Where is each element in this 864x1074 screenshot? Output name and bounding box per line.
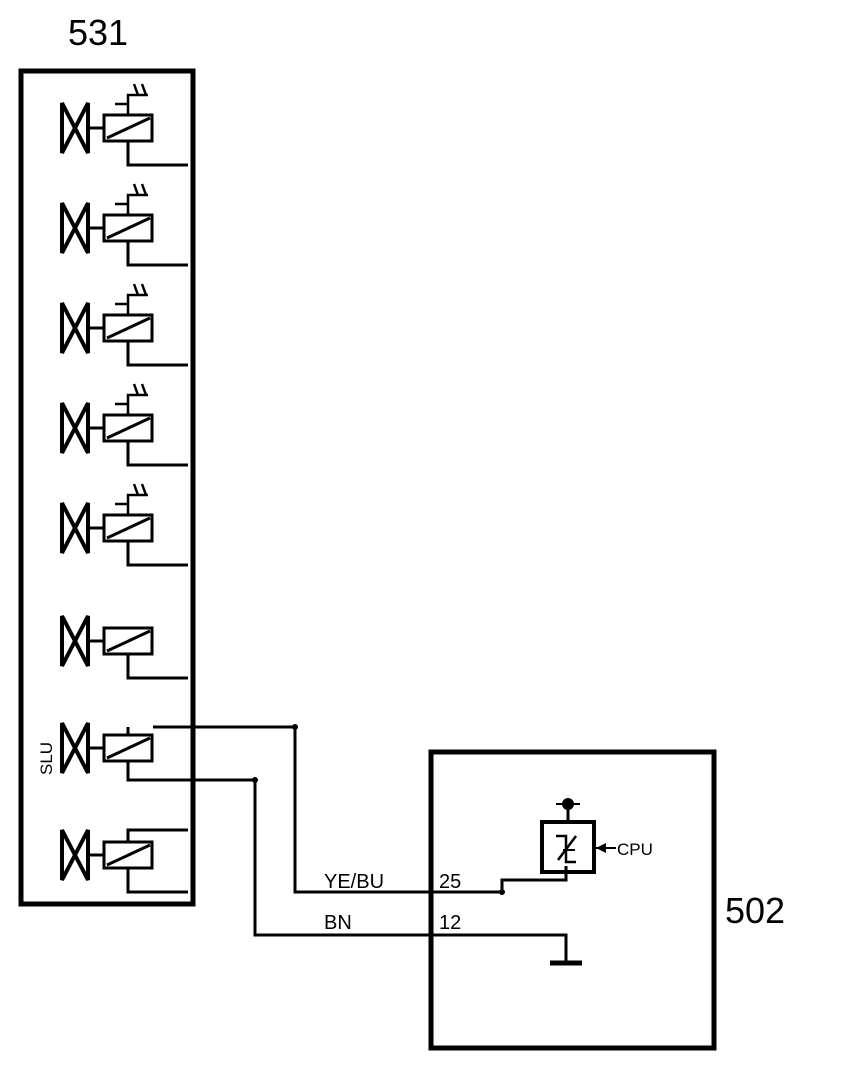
valve-body-icon: [60, 829, 90, 881]
valve-body-icon: [60, 615, 90, 667]
valve-body-icon: [60, 402, 90, 454]
solenoid-valve: [60, 615, 188, 680]
sensor-icon: [115, 183, 148, 215]
junction-dot: [252, 777, 258, 783]
solenoid-valve: [60, 183, 188, 267]
solenoid-valve: [60, 383, 188, 467]
sensor-icon: [115, 283, 148, 315]
wire-bn: [126, 766, 568, 962]
junction-dot: [499, 889, 505, 895]
valve-body-icon: [60, 302, 90, 354]
solenoid-valve: [60, 483, 188, 567]
wire-ye-bu-label: YE/BU: [324, 871, 384, 893]
solenoid-valve: [60, 722, 154, 774]
cpu-arrow-icon: [596, 843, 616, 853]
valve-body-icon: [60, 202, 90, 254]
valve-body-icon: [60, 502, 90, 554]
valve-body-icon: [60, 722, 90, 774]
pin-12-label: 12: [439, 912, 461, 934]
valve-body-icon: [60, 102, 90, 154]
sensor-icon: [115, 483, 148, 515]
valve-stack: [60, 83, 188, 894]
solenoid-valve: [60, 828, 188, 894]
sensor-icon: [115, 383, 148, 415]
solenoid-valve: [60, 283, 188, 367]
valve-block-frame: [18, 68, 196, 907]
solenoid-valve: [60, 83, 188, 167]
wire-bn-label: BN: [324, 912, 352, 934]
sensor-icon: [115, 83, 148, 115]
cpu-label: CPU: [617, 840, 653, 859]
pin-25-label: 25: [439, 871, 461, 893]
valve-block-id-label: 531: [68, 12, 128, 53]
control-unit-frame: [428, 749, 717, 1051]
slu-label: SLU: [37, 742, 56, 775]
junction-dot: [292, 724, 298, 730]
cpu-switch-element: [540, 798, 596, 874]
control-unit-id-label: 502: [725, 890, 785, 931]
